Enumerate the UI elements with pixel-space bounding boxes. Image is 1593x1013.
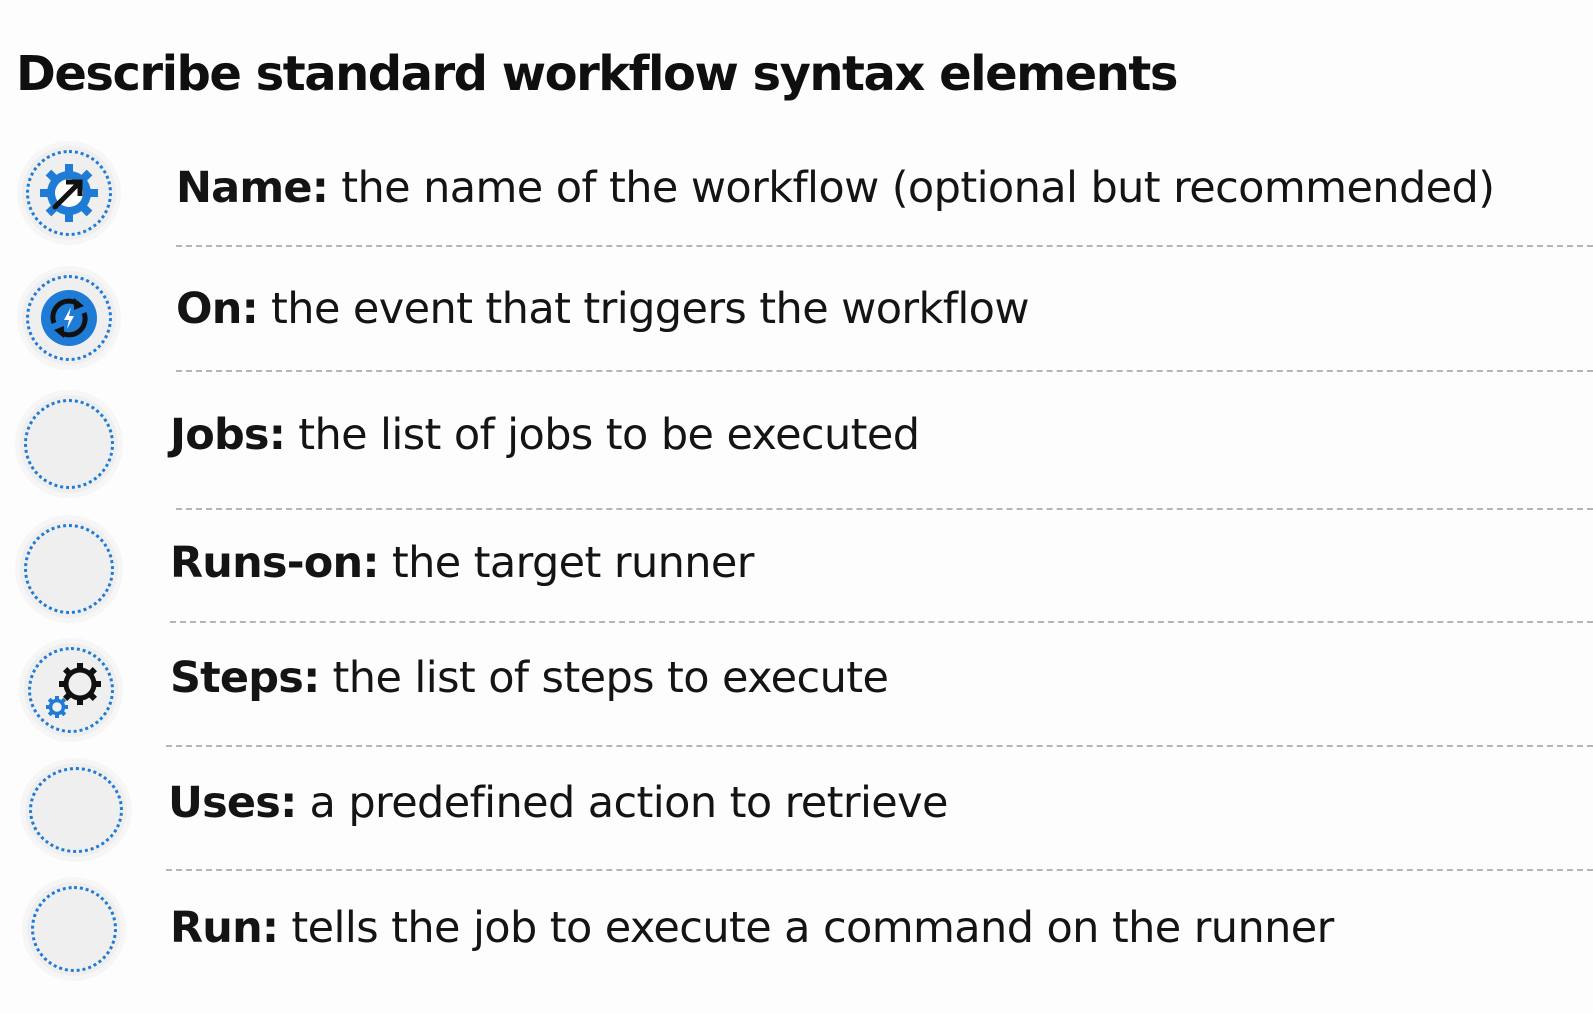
item-term: Name: (176, 163, 329, 213)
item-term: Uses: (168, 778, 297, 828)
item-description: the name of the workflow (optional but r… (341, 163, 1495, 213)
list-item-name: Name: the name of the workflow (optional… (176, 160, 1495, 216)
item-description: the list of jobs to be executed (298, 410, 920, 460)
item-description: tells the job to execute a command on th… (291, 903, 1334, 953)
item-term: Steps: (170, 653, 320, 703)
row-divider (170, 621, 1593, 623)
item-term: On: (176, 284, 259, 334)
gears-icon (24, 643, 118, 737)
list-item-steps: Steps: the list of steps to execute (170, 650, 889, 706)
empty-circle-icon (27, 882, 121, 976)
row-divider (166, 869, 1593, 871)
item-description: the list of steps to execute (332, 653, 889, 703)
empty-circle-icon (25, 763, 127, 857)
item-description: the event that triggers the workflow (271, 284, 1030, 334)
gear-arrow-icon (22, 146, 116, 240)
row-divider (176, 508, 1593, 510)
row-divider (166, 745, 1593, 747)
slide-title: Describe standard workflow syntax elemen… (16, 46, 1178, 102)
list-item-runs-on: Runs-on: the target runner (170, 535, 754, 591)
row-divider (176, 245, 1593, 247)
list-item-jobs: Jobs: the list of jobs to be executed (170, 407, 920, 463)
item-term: Jobs: (170, 410, 286, 460)
list-item-on: On: the event that triggers the workflow (176, 281, 1030, 337)
list-item-uses: Uses: a predefined action to retrieve (168, 775, 948, 831)
item-term: Run: (170, 903, 279, 953)
empty-circle-icon (20, 520, 118, 618)
event-trigger-icon (22, 271, 116, 365)
empty-circle-icon (20, 395, 118, 493)
row-divider (176, 370, 1593, 372)
item-description: the target runner (391, 538, 755, 588)
item-term: Runs-on: (170, 538, 380, 588)
list-item-run: Run: tells the job to execute a command … (170, 900, 1334, 956)
item-description: a predefined action to retrieve (309, 778, 949, 828)
